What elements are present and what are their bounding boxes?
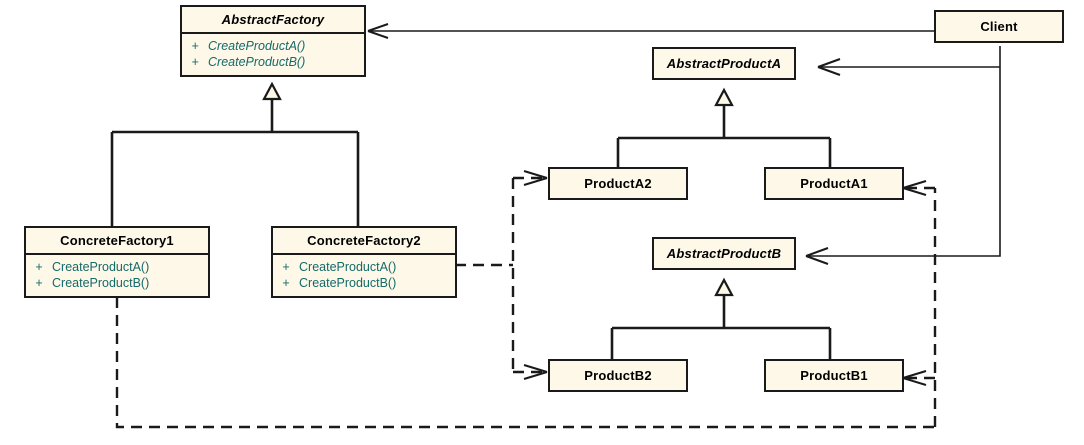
class-product-b2[interactable]: ProductB2 [548,359,688,392]
class-name-product-a2: ProductA2 [584,176,652,191]
class-name-concrete-factory1: ConcreteFactory1 [60,233,174,248]
class-concrete-factory1[interactable]: ConcreteFactory1 + CreateProductA() + Cr… [24,226,210,298]
class-concrete-factory2[interactable]: ConcreteFactory2 + CreateProductA() + Cr… [271,226,457,298]
dependency-concretefactory2-products [455,170,548,380]
operations-concrete-factory1: + CreateProductA() + CreateProductB() [26,253,208,296]
class-abstract-product-a[interactable]: AbstractProductA [652,47,796,80]
operation-signature: CreateProductA() [208,39,306,53]
class-name-product-b2: ProductB2 [584,368,652,383]
operation-visibility: + [35,260,43,274]
operations-concrete-factory2: + CreateProductA() + CreateProductB() [273,253,455,296]
operation-visibility: + [35,276,43,290]
class-client[interactable]: Client [934,10,1064,43]
association-client-abstractproducta [817,58,1000,76]
operation-signature: CreateProductA() [52,260,150,274]
class-name-abstract-product-b: AbstractProductB [666,246,782,261]
operation-signature: CreateProductA() [299,260,397,274]
class-product-a2[interactable]: ProductA2 [548,167,688,200]
dependency-concretefactory1-products [115,180,937,429]
operations-abstract-factory: + CreateProductA() + CreateProductB() [182,32,364,75]
operation-visibility: + [282,260,290,274]
class-product-b1[interactable]: ProductB1 [764,359,904,392]
generalization-product-a [616,87,832,167]
class-abstract-factory[interactable]: AbstractFactory + CreateProductA() + Cre… [180,5,366,77]
operation-visibility: + [191,39,199,53]
operation-signature: CreateProductB() [52,276,150,290]
operation-row: + CreateProductB() [26,275,208,291]
operation-visibility: + [282,276,290,290]
association-client-abstractfactory [367,23,934,39]
operation-row: + CreateProductA() [26,259,208,275]
operation-signature: CreateProductB() [299,276,397,290]
generalization-product-b [610,277,832,359]
class-name-abstract-product-a: AbstractProductA [666,56,782,71]
operation-row: + CreateProductA() [273,259,455,275]
class-product-a1[interactable]: ProductA1 [764,167,904,200]
operation-row: + CreateProductB() [273,275,455,291]
generalization-factories [110,81,360,226]
class-name-product-b1: ProductB1 [800,368,868,383]
class-abstract-product-b[interactable]: AbstractProductB [652,237,796,270]
operation-visibility: + [191,55,199,69]
association-client-abstractproductb [805,46,1001,265]
operation-row: + CreateProductB() [182,54,364,70]
class-name-client: Client [980,19,1018,34]
class-name-product-a1: ProductA1 [800,176,868,191]
operation-signature: CreateProductB() [208,55,306,69]
operation-row: + CreateProductA() [182,38,364,54]
class-name-abstract-factory: AbstractFactory [221,12,325,27]
class-name-concrete-factory2: ConcreteFactory2 [307,233,421,248]
